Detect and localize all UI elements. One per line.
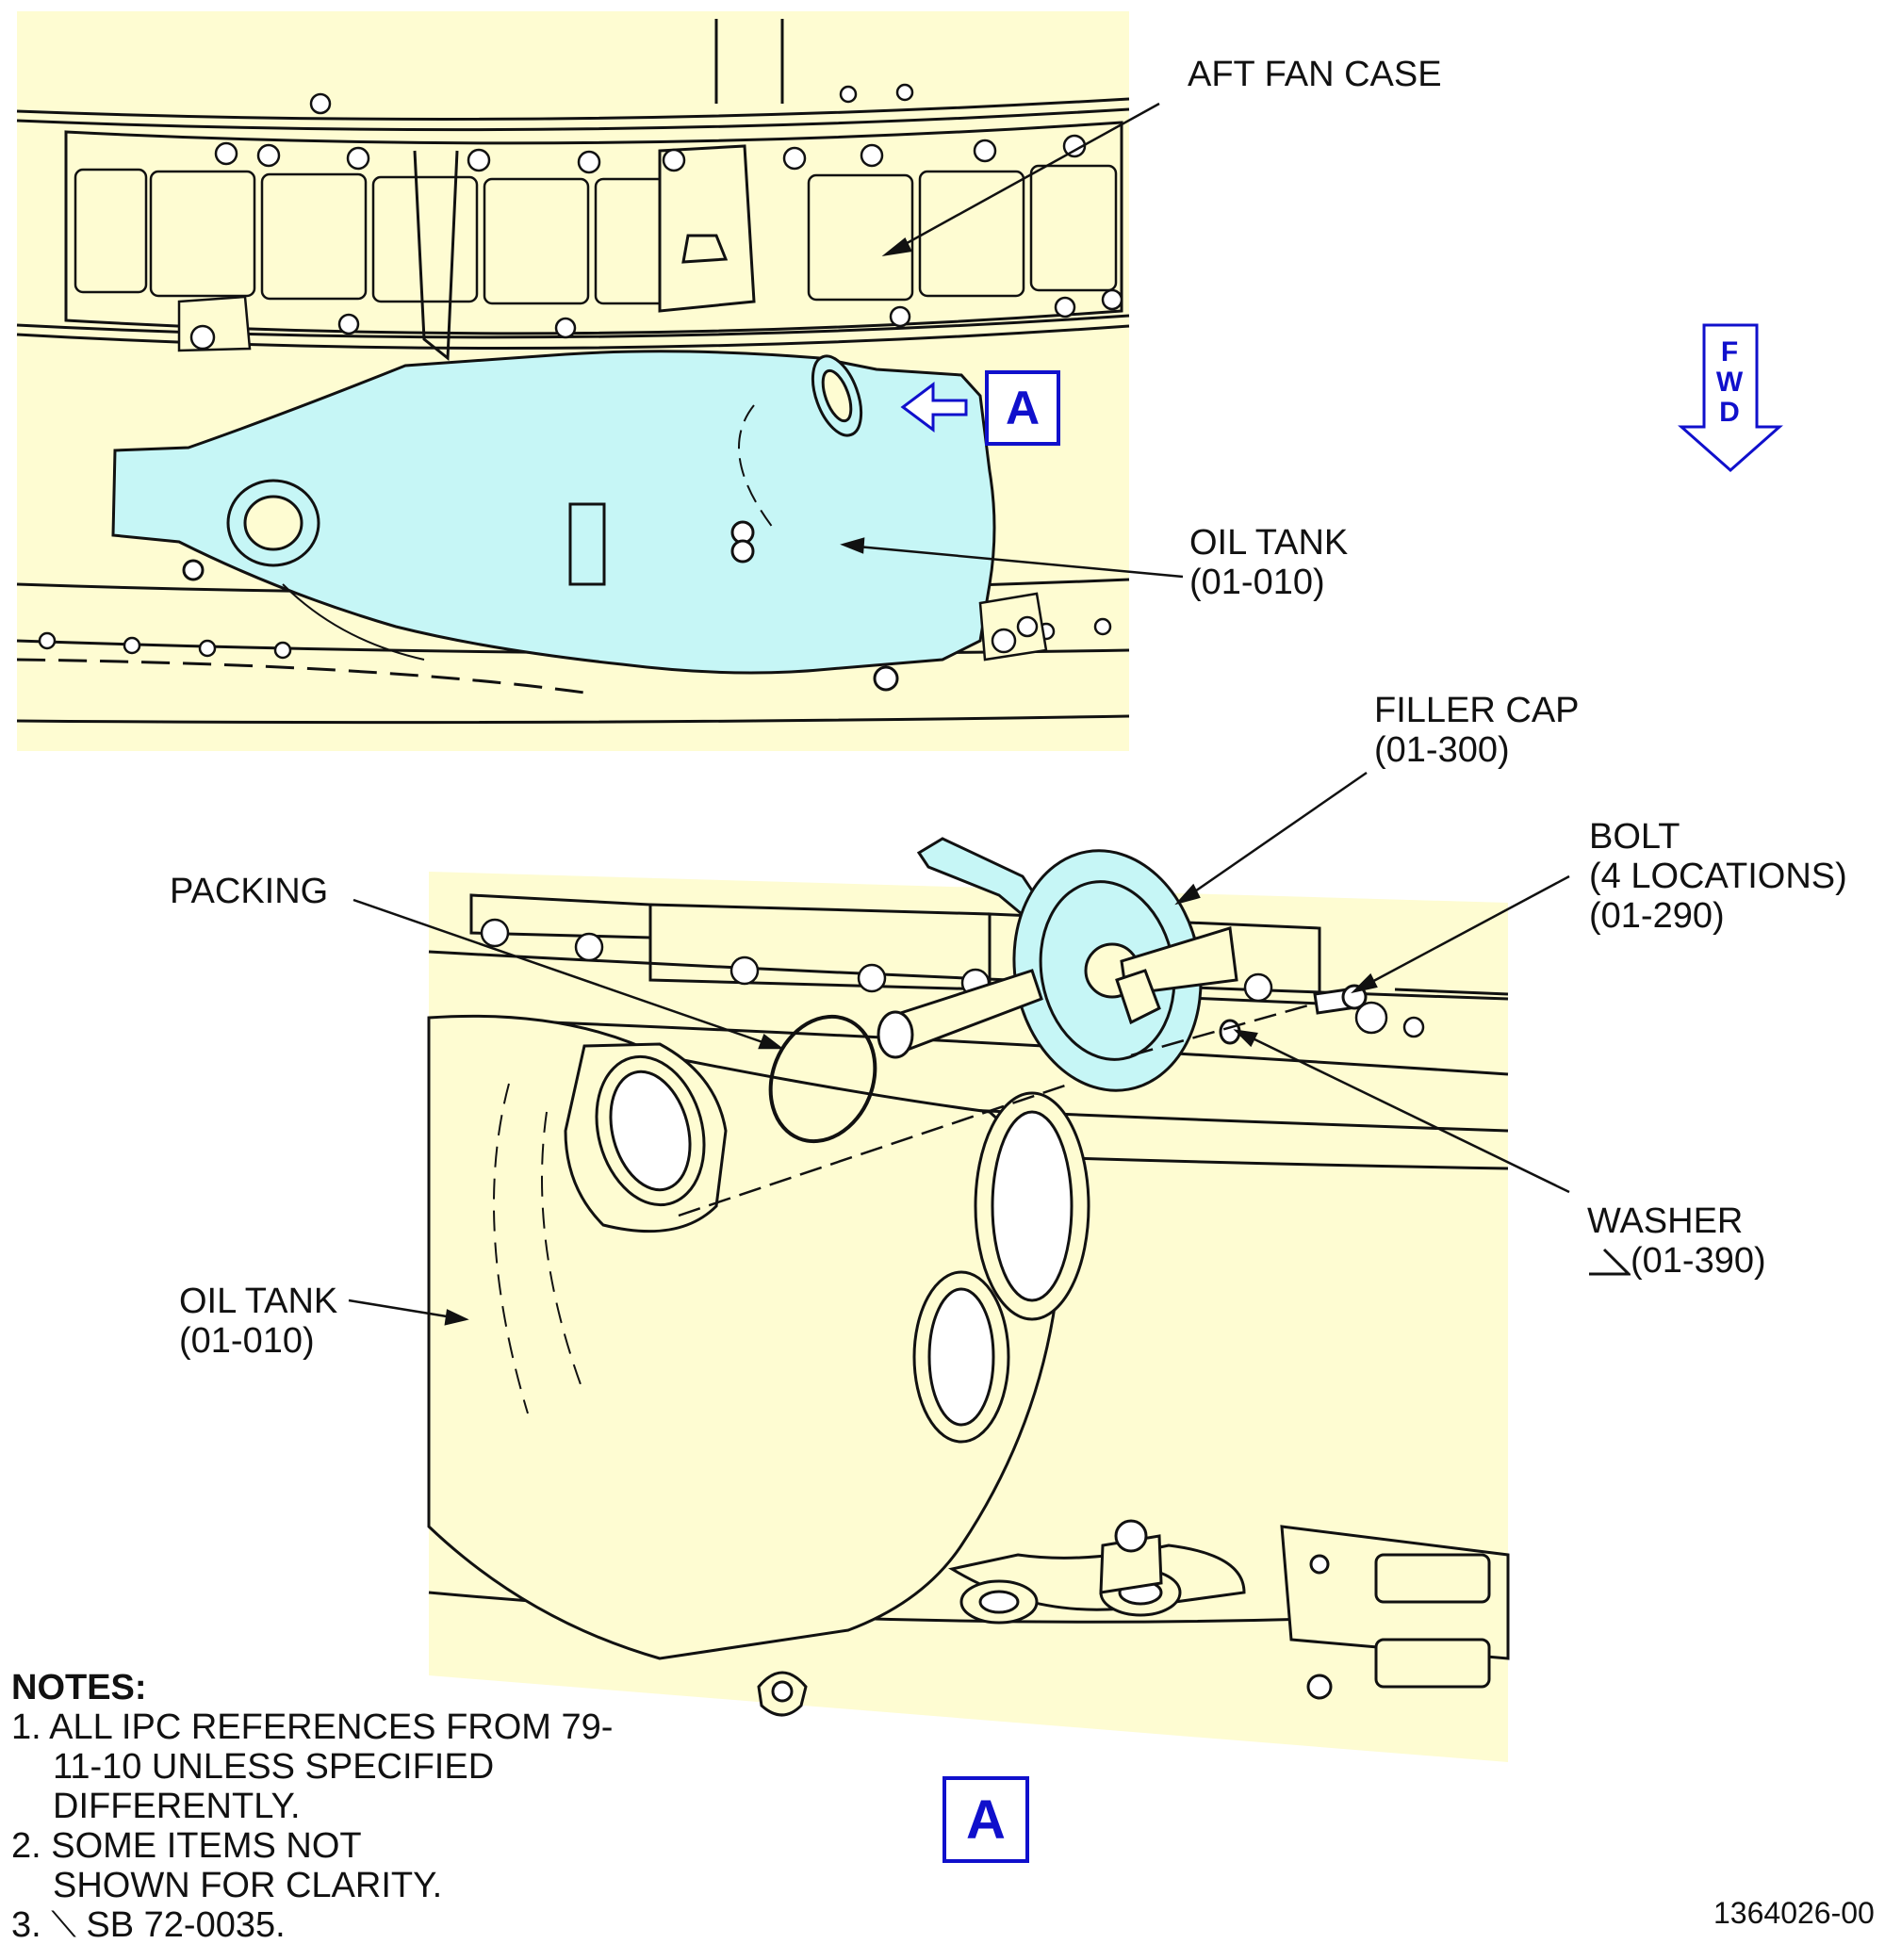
figure-number: 1364026-00 (1713, 1896, 1875, 1930)
label-filler-cap-ref: (01-300) (1374, 730, 1510, 770)
label-bolt: BOLT (4 LOCATIONS) (01-290) (1589, 817, 1847, 936)
label-oil-tank-top: OIL TANK (01-010) (1189, 523, 1348, 602)
label-bolt-qty: (4 LOCATIONS) (1589, 857, 1847, 896)
fwd-letter-f: F (1720, 336, 1739, 368)
fwd-label: F W D (1706, 337, 1753, 428)
note-item: 2. SOME ITEMS NOT SHOWN FOR CLARITY. (11, 1826, 443, 1905)
packing-o-ring (768, 1014, 877, 1144)
label-aft-fan-case: AFT FAN CASE (1188, 55, 1442, 94)
label-washer-ref: (01-390) (1631, 1241, 1766, 1281)
fan-case-panels (74, 164, 1118, 305)
notes-block: NOTES: 1. ALL IPC REFERENCES FROM 79-11-… (11, 1668, 618, 1945)
detail-a-mount-linkage (948, 1519, 1510, 1700)
effectivity-triangle-icon (1589, 1248, 1632, 1276)
oil-tank-top (111, 350, 996, 692)
label-oil-tank-bottom: OIL TANK (01-010) (179, 1282, 337, 1361)
fwd-letter-d: D (1719, 397, 1740, 428)
note-item: 1. ALL IPC REFERENCES FROM 79-11-10 UNLE… (11, 1707, 614, 1826)
label-bolt-name: BOLT (1589, 817, 1680, 857)
label-oil-tank-bottom-name: OIL TANK (179, 1282, 338, 1321)
label-oil-tank-top-ref: (01-010) (1189, 563, 1325, 602)
filler-cap-assembly (877, 837, 1368, 1092)
fwd-letter-w: W (1715, 367, 1744, 398)
label-packing: PACKING (170, 872, 329, 911)
label-oil-tank-bottom-ref: (01-010) (179, 1321, 315, 1361)
label-washer-name: WASHER (1587, 1201, 1744, 1241)
label-washer: WASHER (01-390) (1587, 1201, 1766, 1281)
detail-a-view (348, 771, 1570, 1762)
note-item: 3. ⟍ SB 72-0035. (11, 1905, 286, 1945)
label-washer-ref-row: (01-390) (1587, 1241, 1766, 1281)
top-view (16, 11, 1184, 751)
label-oil-tank-top-name: OIL TANK (1189, 523, 1349, 563)
view-direction-arrow (900, 382, 968, 433)
detail-a-fasteners (480, 918, 1425, 1038)
detail-a-callout-bottom: A (942, 1776, 1029, 1863)
label-bolt-ref: (01-290) (1589, 896, 1725, 936)
fwd-arrow-icon (1678, 323, 1783, 473)
detail-leader-lines (348, 771, 1570, 1326)
top-leader-lines (840, 102, 1184, 579)
label-filler-cap-name: FILLER CAP (1374, 691, 1580, 730)
notes-heading: NOTES: (11, 1668, 147, 1707)
top-mount-bracket (177, 295, 1048, 662)
label-filler-cap: FILLER CAP (01-300) (1374, 691, 1580, 770)
fan-case-fasteners (38, 83, 1123, 660)
install-dashed-lines (678, 1002, 1316, 1217)
detail-a-callout-top: A (985, 370, 1060, 446)
oil-tank-detail (427, 1014, 1090, 1717)
